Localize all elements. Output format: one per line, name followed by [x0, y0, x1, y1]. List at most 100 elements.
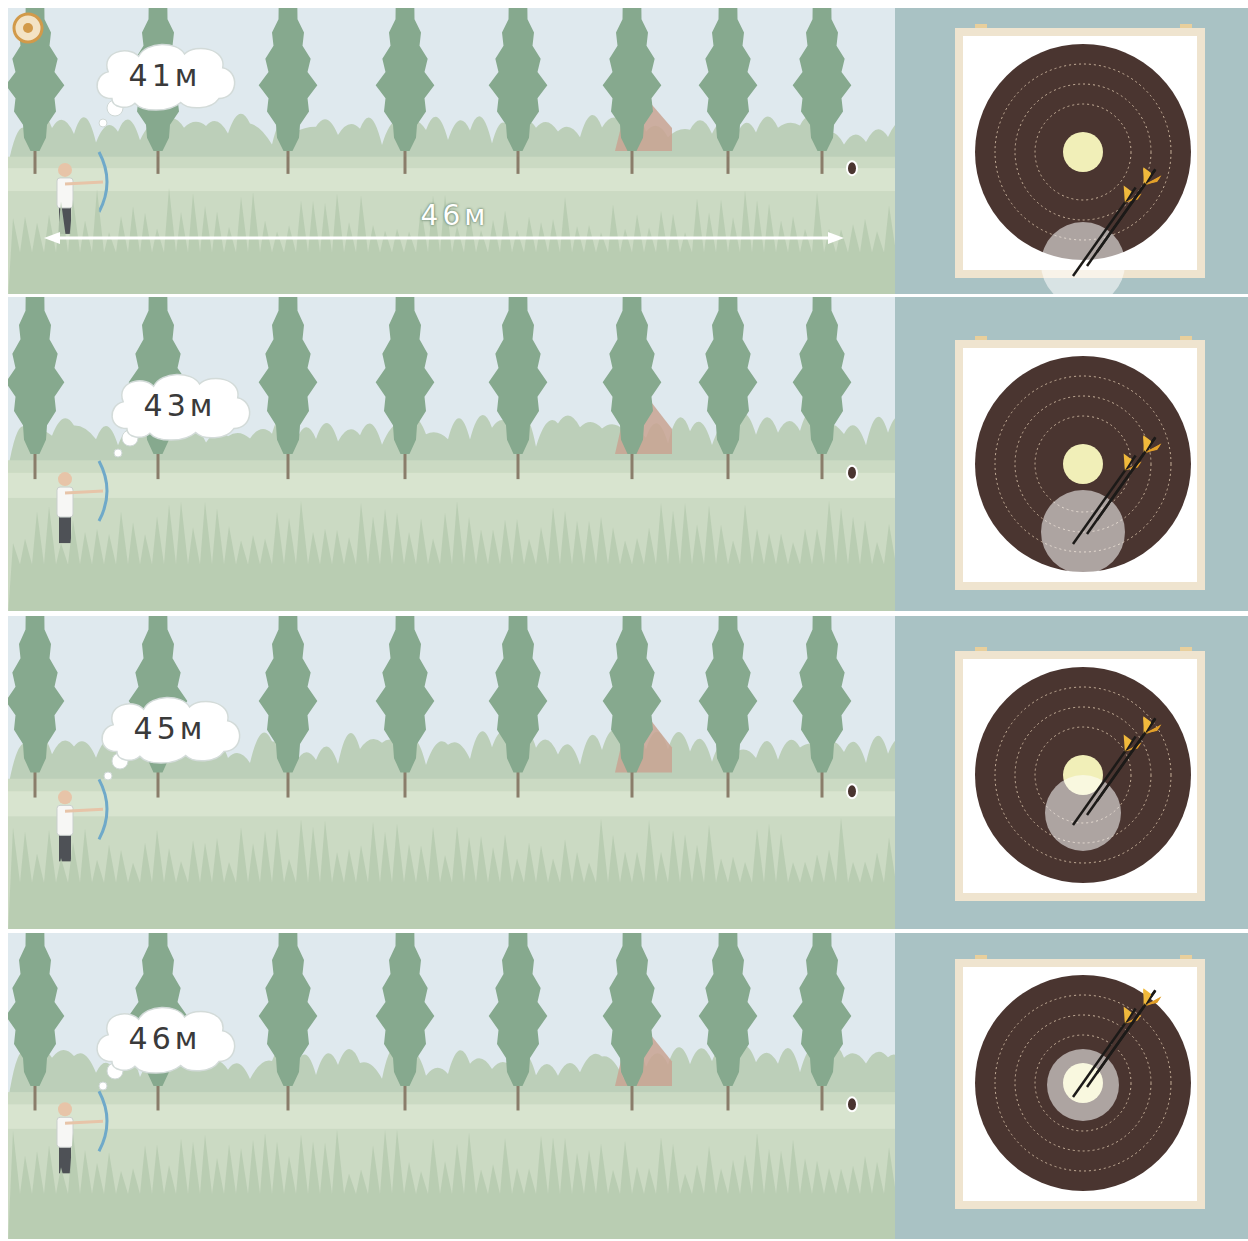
landscape-scene: [8, 933, 895, 1239]
cypress-tree: [489, 297, 548, 454]
small-target-face: [848, 1098, 856, 1110]
distance-estimate: 43м: [144, 389, 217, 422]
arrow-shaft: [1097, 991, 1155, 1073]
cypress-tree: [793, 933, 852, 1086]
landscape-scene: [8, 297, 895, 611]
cypress-tree: [603, 616, 662, 773]
cypress-tree: [603, 8, 662, 151]
field-band: [8, 473, 895, 498]
cypress-tree: [699, 297, 758, 454]
small-target-face: [848, 162, 856, 174]
target-ring: [995, 687, 1171, 863]
cloud-outline: [112, 374, 250, 440]
field-band: [8, 1104, 895, 1128]
distance-estimate: 41м: [129, 59, 202, 92]
archer-arm: [65, 809, 103, 811]
dimension-arrowhead: [828, 232, 844, 244]
cypress-tree: [489, 8, 548, 151]
thought-cloud: 41м: [89, 37, 242, 114]
board-paper: [963, 967, 1197, 1201]
cloud-outline: [97, 44, 235, 110]
cypress-tree: [793, 8, 852, 151]
logo: [23, 23, 33, 33]
field-band: [8, 791, 895, 816]
cypress-tree: [376, 297, 435, 454]
target-ring: [1015, 84, 1151, 220]
bullseye: [1063, 444, 1103, 484]
cypress-tree: [793, 616, 852, 773]
thought-cloud: 46м: [89, 1000, 242, 1077]
arrow-shaft: [1073, 455, 1136, 544]
arrow-shaft: [1087, 718, 1155, 815]
thought-dot: [99, 119, 107, 127]
cloud-outline: [97, 1007, 235, 1073]
arrow-shaft: [1073, 187, 1136, 276]
target-ring: [1035, 104, 1131, 200]
thought-cloud: 45м: [94, 690, 247, 767]
small-target-face: [848, 785, 856, 797]
dimension-arrowhead: [44, 232, 60, 244]
distance-estimate: 46м: [129, 1022, 202, 1055]
foreground-grass: [8, 818, 895, 929]
arrow-shaft: [1097, 170, 1155, 252]
board-ground: [895, 933, 1248, 1239]
archer-head: [58, 163, 72, 177]
small-target: [846, 1096, 858, 1112]
cypress-tree: [8, 297, 64, 454]
field-band: [8, 168, 895, 191]
distance-estimate: 45м: [134, 712, 207, 745]
cypress-tree: [603, 933, 662, 1086]
cypress-tree: [603, 297, 662, 454]
dimension-line: [52, 237, 836, 240]
target-face: [975, 975, 1191, 1191]
bullseye: [1063, 132, 1103, 172]
cypress-tree: [699, 8, 758, 151]
target-face: [975, 667, 1191, 883]
board-paper: [963, 348, 1197, 582]
bow: [99, 1091, 107, 1151]
thought-cloud: 43м: [104, 367, 257, 444]
arrow-shaft: [1097, 438, 1155, 520]
cloud-outline: [102, 697, 240, 763]
arrow-shaft: [1087, 990, 1155, 1087]
foreground-grass: [8, 500, 895, 611]
board-paper: [963, 659, 1197, 893]
arrow-shaft: [1097, 719, 1155, 801]
cypress-tree: [489, 616, 548, 773]
landscape-scene: [8, 616, 895, 929]
arrow-fletching: [1145, 176, 1161, 184]
arrow-shaft: [1073, 1008, 1136, 1097]
board-frame: [955, 959, 1205, 1209]
cypress-tree: [8, 8, 64, 151]
archer-arm: [65, 182, 103, 184]
cypress-tree: [8, 616, 64, 773]
small-target: [846, 160, 858, 176]
board-frame: [955, 651, 1205, 901]
bow: [99, 461, 107, 521]
cypress-tree: [259, 616, 318, 773]
foreground-grass: [8, 1130, 895, 1239]
cypress-tree: [793, 297, 852, 454]
thought-dot: [104, 772, 112, 780]
arrow-shaft: [1087, 437, 1155, 534]
board-ground: [895, 297, 1248, 611]
archer-arm: [65, 1121, 103, 1123]
cypress-tree: [259, 297, 318, 454]
archer-head: [58, 1102, 72, 1116]
cypress-tree: [8, 933, 64, 1086]
small-target: [846, 465, 858, 481]
archer-legs: [59, 833, 71, 861]
landscape-scene: [8, 8, 895, 294]
cypress-tree: [376, 616, 435, 773]
arrow-fletching: [1145, 997, 1161, 1005]
cypress-tree: [699, 616, 758, 773]
dimension-label: 46м: [421, 199, 490, 232]
cypress-tree: [376, 933, 435, 1086]
thought-dot: [99, 1082, 107, 1090]
cypress-tree: [489, 933, 548, 1086]
cypress-tree: [259, 8, 318, 151]
cypress-tree: [699, 933, 758, 1086]
archer-head: [58, 790, 72, 804]
